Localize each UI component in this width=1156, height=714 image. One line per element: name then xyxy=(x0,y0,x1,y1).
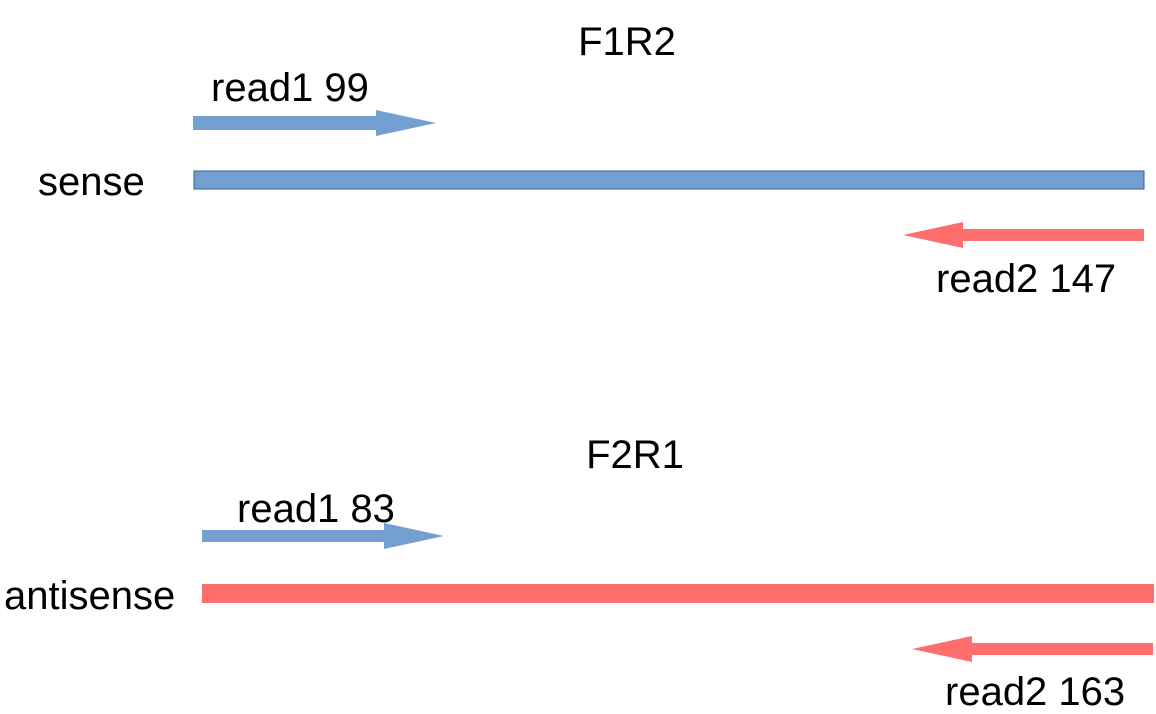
read1-forward-arrow xyxy=(202,523,444,549)
antisense-strand-bar xyxy=(202,584,1154,603)
read2-reverse-arrow xyxy=(912,636,1153,662)
read1-label: read1 99 xyxy=(211,66,369,110)
strand-label: antisense xyxy=(4,574,175,618)
read1-label: read1 83 xyxy=(237,487,395,531)
strand-label: sense xyxy=(38,160,145,204)
panel-f2r1: F2R1 read1 83 antisense read2 163 xyxy=(4,433,1154,714)
panel-f1r2: F1R2 read1 99 sense read2 147 xyxy=(38,20,1145,301)
read2-label: read2 147 xyxy=(936,257,1116,301)
panel-title: F2R1 xyxy=(586,433,684,477)
read1-forward-arrow xyxy=(193,110,436,136)
panel-title: F1R2 xyxy=(578,20,676,64)
read2-reverse-arrow xyxy=(903,222,1144,248)
read2-label: read2 163 xyxy=(945,670,1125,714)
sense-strand-bar xyxy=(193,170,1145,190)
